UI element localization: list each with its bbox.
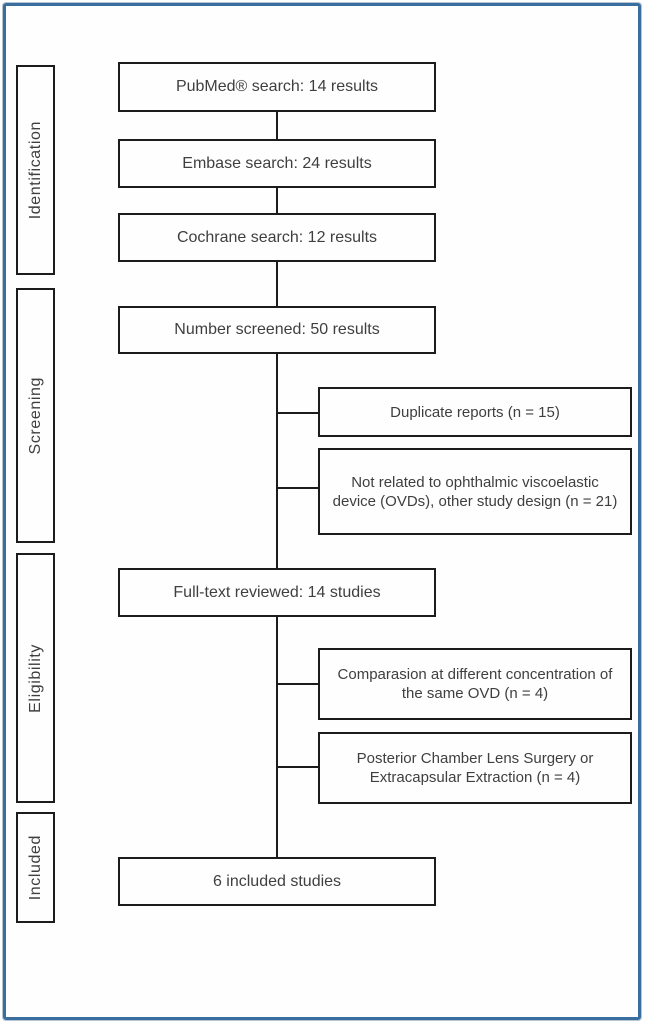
flow-box-embase-search-text: Embase search: 24 results (182, 154, 372, 172)
main-flow-connector-line (276, 112, 278, 857)
flow-box-fulltext-reviewed-text: Full-text reviewed: 14 studies (173, 583, 381, 601)
flow-box-pubmed-search: PubMed® search: 14 results (118, 62, 436, 112)
connector-comparison (277, 683, 318, 685)
flow-box-fulltext-reviewed: Full-text reviewed: 14 studies (118, 568, 436, 617)
flow-box-number-screened: Number screened: 50 results (118, 306, 436, 354)
flow-box-cochrane-search: Cochrane search: 12 results (118, 213, 436, 262)
flow-box-number-screened-text: Number screened: 50 results (174, 321, 380, 338)
stage-box-included: Included (16, 812, 55, 923)
stage-label-identification: Identification (26, 120, 44, 220)
stage-box-eligibility: Eligibility (16, 553, 55, 803)
connector-not-related (277, 487, 318, 489)
stage-label-eligibility: Eligibility (26, 643, 44, 713)
exclusion-box-duplicate-reports: Duplicate reports (n = 15) (318, 387, 632, 437)
exclusion-box-comparison-concentration: Comparasion at different concentration o… (318, 648, 632, 720)
flow-box-pubmed-search-text: PubMed® search: 14 results (175, 78, 379, 95)
flow-box-included-studies: 6 included studies (118, 857, 436, 906)
stage-label-screening: Screening (26, 376, 44, 455)
exclusion-box-not-related-text: Not related to ophthalmic viscoelastic d… (332, 473, 618, 510)
exclusion-box-duplicate-reports-text: Duplicate reports (n = 15) (390, 403, 560, 421)
stage-box-screening: Screening (16, 288, 55, 543)
stage-box-identification: Identification (16, 65, 55, 275)
exclusion-box-posterior-chamber: Posterior Chamber Lens Surgery or Extrac… (318, 732, 632, 804)
flow-box-included-studies-text: 6 included studies (212, 872, 342, 890)
exclusion-box-posterior-chamber-text: Posterior Chamber Lens Surgery or Extrac… (356, 750, 594, 786)
flow-box-embase-search: Embase search: 24 results (118, 139, 436, 188)
connector-posterior-chamber (277, 766, 318, 768)
exclusion-box-comparison-concentration-text: Comparasion at different concentration o… (337, 666, 613, 702)
exclusion-box-not-related: Not related to ophthalmic viscoelastic d… (318, 448, 632, 535)
stage-label-included: Included (26, 834, 44, 901)
flow-box-cochrane-search-text: Cochrane search: 12 results (176, 228, 378, 246)
connector-duplicate-reports (277, 412, 318, 414)
